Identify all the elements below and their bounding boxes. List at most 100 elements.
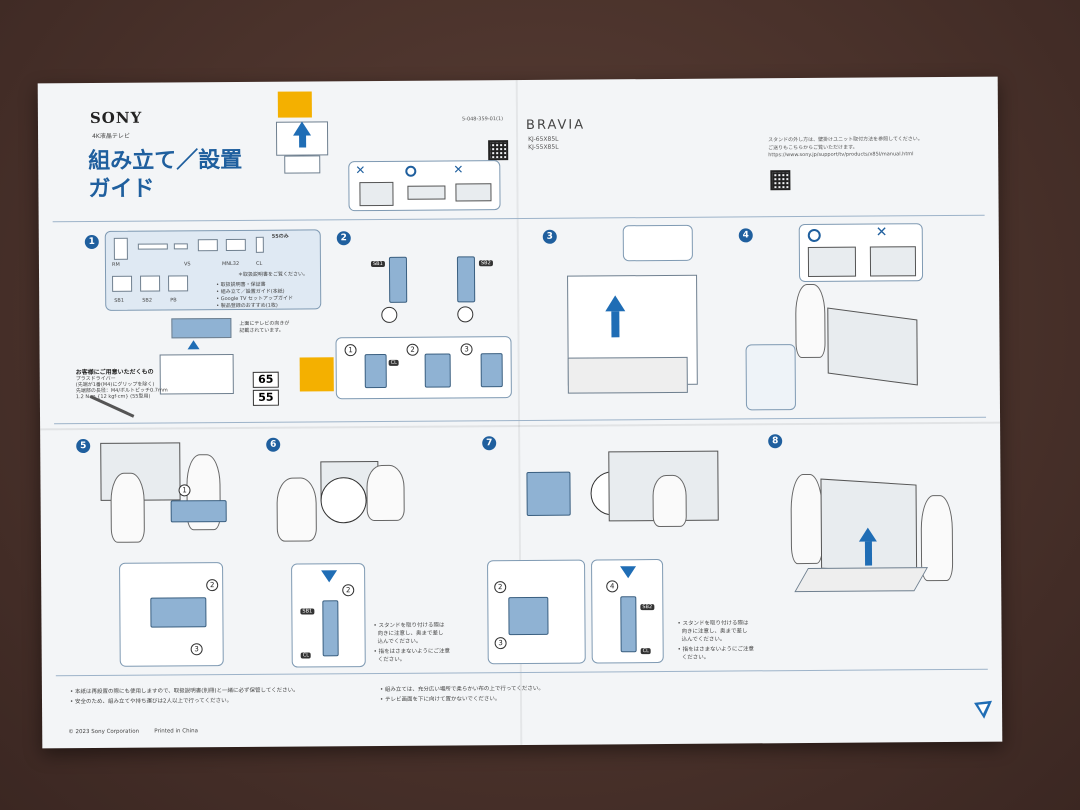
qr-code-icon: [770, 170, 791, 191]
sub-step-badge: 2: [406, 343, 419, 356]
remote-illustration: [113, 237, 128, 260]
open-box-illustration: [159, 353, 234, 395]
model-number: KJ-65X85L: [528, 135, 559, 143]
footer-note: • テレビ画面を下に向けて置かないでください。: [379, 696, 501, 703]
part-label: RM: [111, 261, 120, 268]
model-number: KJ-55X85L: [528, 143, 559, 151]
remote-illustration: [137, 243, 168, 250]
prepare-detail: 1.2 N·m {12 kgf·cm} (55型用): [75, 393, 151, 401]
step2-detail-panel: 1 2 3 CL: [335, 336, 512, 400]
magnify-icon: [457, 306, 474, 323]
stand-illustration: [526, 471, 571, 516]
part-label: SB2: [142, 297, 153, 304]
tv-illustration: [359, 181, 394, 207]
arrow-up-icon: [864, 541, 873, 566]
stand-leg-sb1-illustration: [388, 256, 408, 303]
tv-illustration: [407, 185, 446, 200]
assembly-guide-sheet: SONY 4K液晶テレビ 組み立て／設置 ガイド 5-048-359-01(1)…: [37, 76, 1003, 749]
arrow-up-icon: [611, 311, 620, 338]
step6-note: ください。: [377, 656, 406, 663]
cross-icon: ✕: [875, 224, 888, 241]
stand-base-illustration: [171, 318, 232, 339]
brand-logo: SONY: [89, 108, 143, 127]
step7-note: 向きに注意し、奥まで差し: [681, 628, 748, 635]
sub-step-badge: 2: [342, 584, 355, 597]
step3-inset-panel: [622, 224, 693, 262]
stand-leg-illustration: [140, 275, 161, 292]
clip-illustration: [255, 236, 264, 253]
step7-note: • 指をはさまないようにご注意: [677, 646, 754, 653]
step7-note: 込んでください。: [681, 636, 726, 643]
stand-leg-sb2-illustration: [456, 256, 476, 303]
footer-note: • 本紙は再設置の際にも使用しますので、取扱説明書(別冊)と一緒に必ず保管してく…: [69, 687, 299, 696]
cl-label: CL: [640, 648, 651, 655]
sub-step-badge: 2: [206, 579, 219, 592]
tv-in-box-illustration: [284, 155, 321, 174]
part-label: SB1: [114, 297, 125, 304]
printed-in: Printed in China: [154, 728, 198, 735]
step5-detail-panel: 2 3: [119, 562, 224, 667]
person-illustration: [652, 474, 687, 528]
sub-step-badge: 4: [606, 580, 619, 593]
product-line: BRAVIA: [525, 117, 586, 133]
part-label: MNL32: [221, 260, 240, 268]
arrow-up-icon: [299, 133, 307, 148]
stand-illustration: [150, 597, 207, 628]
arrow-up-icon: [292, 121, 312, 136]
stand-leg-illustration: [480, 353, 503, 388]
stand-leg-illustration: [112, 275, 133, 292]
arrow-up-icon: [187, 340, 200, 350]
step-number-badge: 2: [336, 231, 351, 246]
part-label: CL: [255, 260, 263, 267]
person-illustration: [110, 472, 145, 543]
yellow-tape-middle: [299, 357, 334, 392]
tv-illustration: [455, 183, 492, 202]
sub-step-badge: 1: [178, 484, 191, 497]
parts-list-panel: 55のみ RM VS MNL32 CL ＊取扱説明書をご覧ください。 SB1 S…: [104, 229, 322, 311]
step6-note: 向きに注意し、奥まで差し: [377, 630, 444, 637]
part-label: PB: [170, 297, 177, 304]
magnify-icon: [320, 477, 367, 524]
copyright: © 2023 Sony Corporation: [68, 728, 140, 736]
wall-mount-note: ご送りもこちらからご覧いただけます。: [768, 144, 858, 152]
stand-leg-illustration: [168, 275, 189, 292]
size-label: 65: [252, 371, 279, 388]
included-item: • 製品登録のおすすめ(1枚): [216, 302, 278, 310]
step-number-badge: 5: [76, 439, 91, 454]
step7-note: ください。: [681, 654, 710, 661]
stand-illustration: [508, 596, 549, 636]
circle-ok-icon: [807, 228, 821, 242]
step6-note: 込んでください。: [377, 638, 422, 645]
step-number-badge: 8: [768, 434, 783, 449]
step4-inset-panel: [745, 344, 796, 411]
product-subtitle: 4K液晶テレビ: [92, 132, 130, 140]
stand-orientation-note: 記載されています。: [239, 327, 284, 334]
sb1-label: SB1: [300, 608, 315, 615]
person-illustration: [276, 477, 317, 542]
arrow-up-icon: [858, 527, 877, 542]
step-number-badge: 1: [84, 234, 99, 250]
step7-detail-panel-right: 4 SB2 CL: [591, 559, 664, 664]
cl-label: CL: [300, 652, 311, 659]
yellow-tape-top: [277, 91, 312, 118]
footer-note: • 組み立ては、充分広い場所で柔らかい布の上で行ってください。: [379, 685, 544, 693]
step6-note: • 指をはさまないようにご注意: [373, 648, 450, 656]
step7-detail-panel-left: 2 3: [487, 559, 586, 665]
tv-illustration: [827, 307, 918, 386]
step-number-badge: 3: [542, 229, 557, 244]
footer-note: • 安全のため、組み立てや持ち運びは2人以上で行ってください。: [69, 698, 233, 706]
sub-step-badge: 3: [460, 343, 473, 356]
stand-leg-illustration: [424, 353, 451, 388]
stand-leg-illustration: [620, 596, 637, 653]
tv-illustration: [807, 246, 857, 277]
sb2-label: SB2: [478, 260, 493, 267]
arrow-down-icon: [620, 566, 637, 579]
screw-pack-illustration: [197, 239, 218, 252]
sb2-label: SB2: [640, 604, 655, 611]
tv-in-cushion-illustration: [567, 356, 688, 394]
arrow-up-icon: [605, 295, 626, 312]
step-number-badge: 4: [738, 228, 753, 243]
screw-pack-illustration: [225, 238, 246, 252]
manual-note: ＊取扱説明書をご覧ください。: [238, 271, 309, 278]
step-number-badge: 6: [266, 437, 281, 452]
